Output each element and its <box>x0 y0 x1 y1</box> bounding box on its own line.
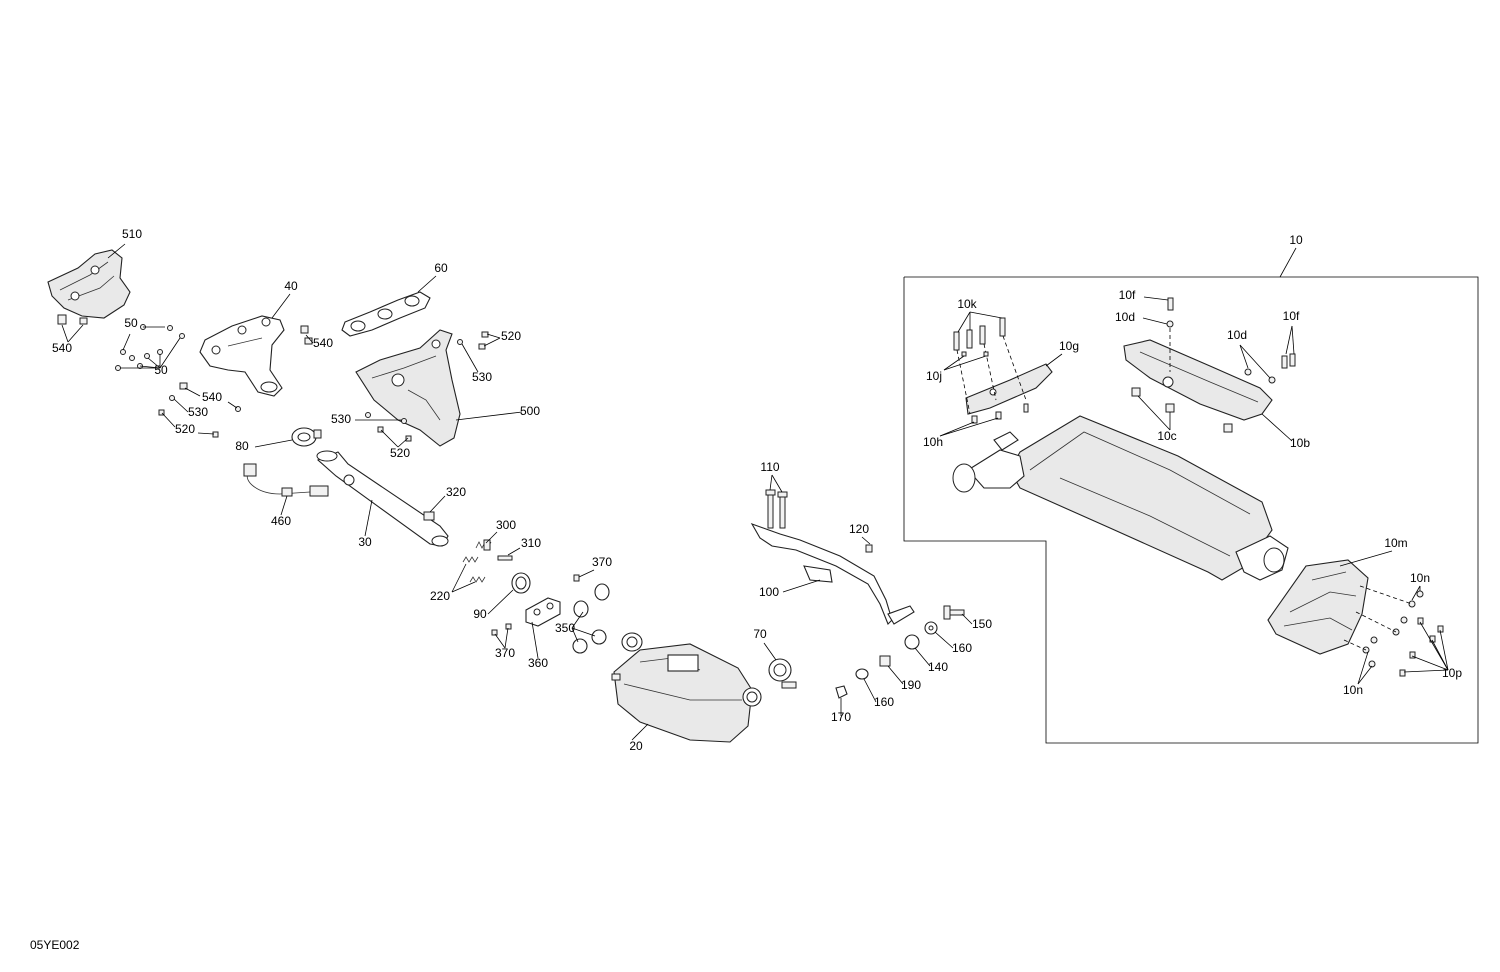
callout-530a: 530 <box>472 370 492 384</box>
callout-70: 70 <box>753 627 767 641</box>
callout-50a: 50 <box>124 316 138 330</box>
callout-10n_a: 10n <box>1410 571 1430 585</box>
gasket-60 <box>341 275 437 337</box>
hardware-520-530-540 <box>158 331 501 448</box>
callout-520c: 520 <box>390 446 410 460</box>
oxygen-sensor-460 <box>243 463 329 516</box>
callout-160a: 160 <box>952 641 972 655</box>
callout-540b: 540 <box>313 336 333 350</box>
callout-530b: 530 <box>188 405 208 419</box>
callout-10p: 10p <box>1442 666 1462 680</box>
callout-10n_b: 10n <box>1343 683 1363 697</box>
heat-shield-510 <box>47 243 131 343</box>
callout-80: 80 <box>235 439 249 453</box>
callout-10h: 10h <box>923 435 943 449</box>
callout-320: 320 <box>446 485 466 499</box>
callout-150: 150 <box>972 617 992 631</box>
springs-and-bolt <box>451 531 521 593</box>
end-cap-10m <box>1267 550 1449 685</box>
exhaust-pipe-30 <box>316 450 449 547</box>
callout-10d_a: 10d <box>1115 310 1135 324</box>
callout-110: 110 <box>760 460 779 474</box>
callout-60: 60 <box>434 261 448 275</box>
callout-540a: 540 <box>52 341 72 355</box>
callout-10f_b: 10f <box>1283 309 1300 323</box>
callout-10b: 10b <box>1290 436 1310 450</box>
heat-guard-10g <box>939 311 1063 437</box>
callout-190: 190 <box>901 678 921 692</box>
callout-170: 170 <box>831 710 851 724</box>
callout-300: 300 <box>496 518 516 532</box>
callout-30: 30 <box>358 535 372 549</box>
callout-310: 310 <box>521 536 541 550</box>
bracket-100 <box>750 474 915 625</box>
callout-370b: 370 <box>495 646 515 660</box>
callout-100: 100 <box>759 585 779 599</box>
callout-10m: 10m <box>1384 536 1407 550</box>
callout-50b: 50 <box>154 363 168 377</box>
callout-120: 120 <box>849 522 869 536</box>
exhaust-manifold-40 <box>199 293 314 397</box>
callout-360: 360 <box>528 656 548 670</box>
grommets-and-bracket <box>491 569 610 659</box>
assembly-10-boundary <box>903 247 1479 744</box>
heat-shield-500 <box>355 329 523 447</box>
callout-500: 500 <box>520 404 540 418</box>
callout-160b: 160 <box>874 695 894 709</box>
callout-220: 220 <box>430 589 450 603</box>
clamp-70 <box>763 642 797 689</box>
callout-10c: 10c <box>1157 429 1176 443</box>
callout-90: 90 <box>473 607 487 621</box>
callout-20: 20 <box>629 739 643 753</box>
heat-guard-10b <box>1123 296 1296 442</box>
fasteners-50 <box>115 324 185 371</box>
callout-10f_a: 10f <box>1119 288 1136 302</box>
callout-40: 40 <box>284 279 298 293</box>
callout-520b: 520 <box>175 422 195 436</box>
muffler-20 <box>611 632 762 743</box>
callout-530c: 530 <box>331 412 351 426</box>
callout-520a: 520 <box>501 329 521 343</box>
callout-10d_b: 10d <box>1227 328 1247 342</box>
callout-10j: 10j <box>926 369 942 383</box>
callout-540c: 540 <box>202 390 222 404</box>
drawing-code: 05YE002 <box>30 938 80 952</box>
mount-hardware <box>835 605 973 716</box>
clamp-80 <box>254 427 322 448</box>
callout-350: 350 <box>555 621 575 635</box>
callout-10k: 10k <box>957 297 977 311</box>
callout-460: 460 <box>271 514 291 528</box>
callout-370a: 370 <box>592 555 612 569</box>
callout-510: 510 <box>122 227 142 241</box>
callout-140: 140 <box>928 660 948 674</box>
callout-10: 10 <box>1289 233 1303 247</box>
silencer-10-body <box>952 415 1289 581</box>
callout-10g: 10g <box>1059 339 1079 353</box>
gasket-90 <box>487 572 531 615</box>
